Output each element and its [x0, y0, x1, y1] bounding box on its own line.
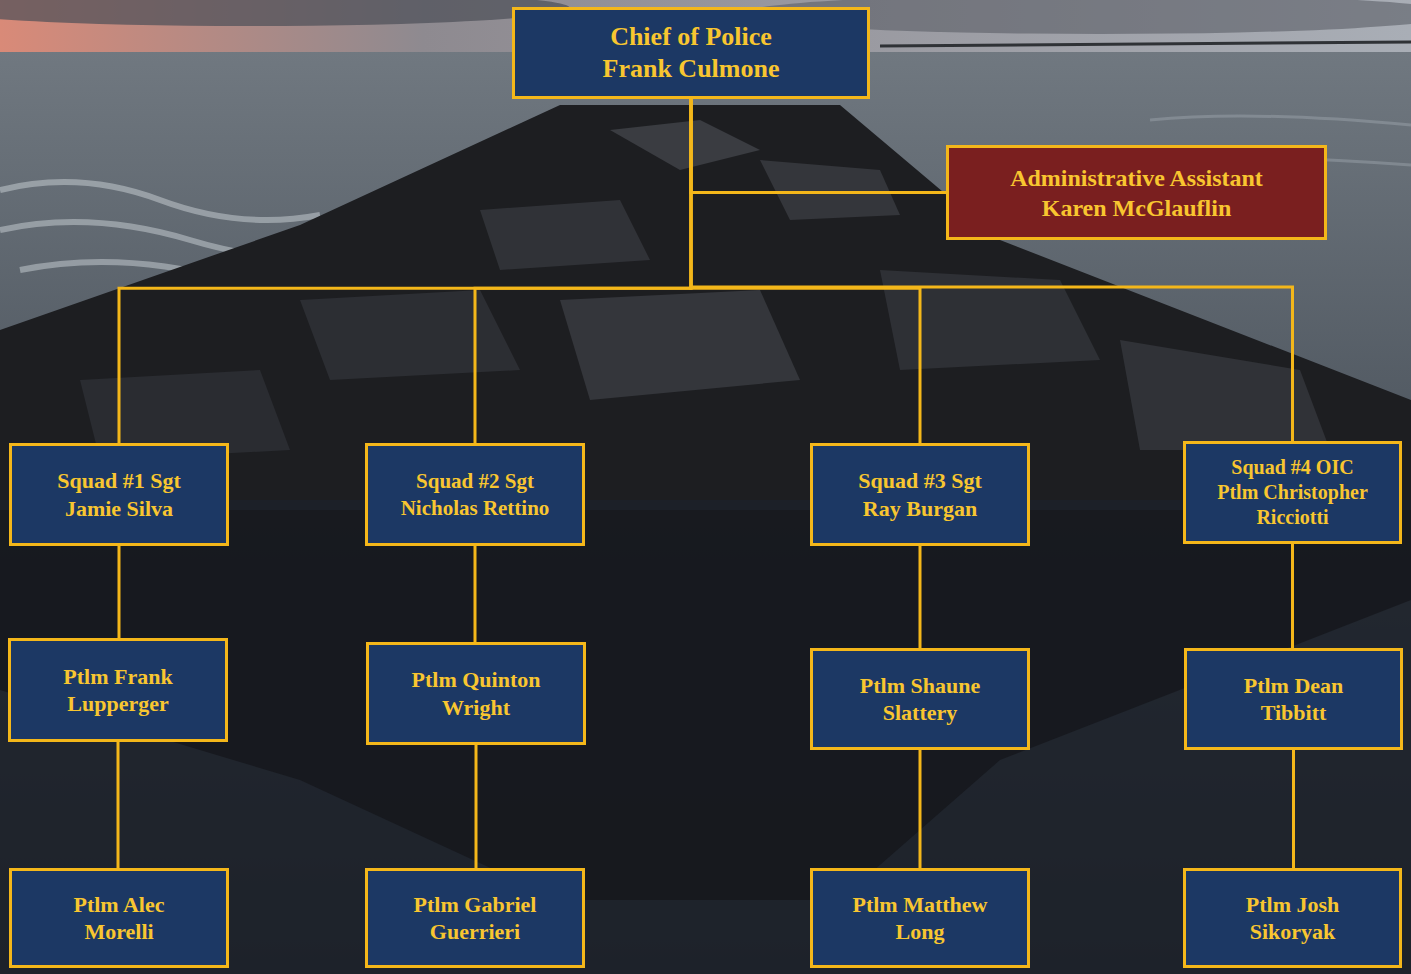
sea: [0, 52, 1411, 974]
position-title: Squad #1 Sgt Jamie Silva: [39, 467, 199, 522]
position-title: Administrative Assistant Karen McGlaufli…: [987, 163, 1287, 223]
bridge: [880, 42, 1411, 46]
rock: [760, 160, 900, 220]
position-box: Ptlm Dean Tibbitt: [1184, 648, 1403, 750]
rock: [300, 290, 520, 380]
position-title: Ptlm Quinton Wright: [396, 666, 556, 721]
position-box: Ptlm Gabriel Guerrieri: [365, 868, 585, 968]
reporting-line: [691, 99, 920, 443]
position-title: Chief of Police Frank Culmone: [576, 21, 806, 86]
rock: [610, 120, 760, 170]
reporting-line: [919, 546, 922, 648]
reporting-line: [118, 546, 121, 638]
reporting-line: [117, 742, 120, 868]
reflection-shade: [0, 500, 1411, 974]
reporting-line: [1292, 750, 1295, 868]
position-box: Squad #3 Sgt Ray Burgan: [810, 443, 1030, 546]
reporting-line: [119, 99, 691, 443]
position-box: Squad #1 Sgt Jamie Silva: [9, 443, 229, 546]
reporting-line: [474, 546, 477, 642]
position-box: Squad #2 Sgt Nicholas Rettino: [365, 443, 585, 546]
position-title: Ptlm Matthew Long: [840, 891, 1000, 946]
position-title: Ptlm Alec Morelli: [39, 891, 199, 946]
rock: [560, 290, 800, 400]
position-box: Ptlm Frank Lupperger: [8, 638, 228, 742]
rock: [880, 270, 1100, 370]
position-box: Ptlm Shaune Slattery: [810, 648, 1030, 750]
position-box: Squad #4 OIC Ptlm Christopher Ricciotti: [1183, 441, 1402, 544]
position-title: Ptlm Dean Tibbitt: [1214, 672, 1374, 727]
position-title: Squad #2 Sgt Nicholas Rettino: [395, 468, 555, 521]
reporting-line: [475, 745, 478, 868]
reporting-line: [1291, 544, 1294, 648]
position-title: Ptlm Josh Sikoryak: [1213, 891, 1373, 946]
reporting-line: [919, 750, 922, 868]
position-title: Ptlm Shaune Slattery: [840, 672, 1000, 727]
position-title: Squad #4 OIC Ptlm Christopher Ricciotti: [1213, 455, 1373, 530]
position-title: Ptlm Gabriel Guerrieri: [395, 891, 555, 946]
position-box: Chief of Police Frank Culmone: [512, 7, 870, 99]
position-box: Ptlm Matthew Long: [810, 868, 1030, 968]
jetty-reflection: [0, 510, 1411, 900]
position-box: Ptlm Alec Morelli: [9, 868, 229, 968]
assistant-box: Administrative Assistant Karen McGlaufli…: [946, 145, 1327, 240]
reporting-line: [475, 99, 691, 443]
position-title: Ptlm Frank Lupperger: [38, 663, 198, 718]
rock: [480, 200, 650, 270]
position-box: Ptlm Quinton Wright: [366, 642, 586, 745]
position-title: Squad #3 Sgt Ray Burgan: [840, 467, 1000, 522]
rock: [1120, 340, 1330, 450]
reporting-line: [691, 99, 946, 193]
cloud: [0, 0, 570, 26]
position-box: Ptlm Josh Sikoryak: [1183, 868, 1402, 968]
